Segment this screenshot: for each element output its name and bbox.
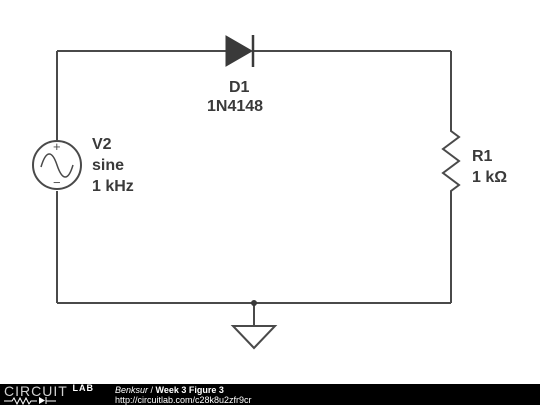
separator: / — [148, 385, 156, 395]
resistor-r1[interactable] — [441, 127, 461, 196]
resistor-zigzag — [441, 127, 461, 196]
source-minus-sign: − — [53, 175, 61, 190]
source-freq-label: 1 kHz — [92, 178, 134, 195]
logo-resistor-icon — [4, 396, 56, 405]
resistor-ref-label: R1 — [472, 148, 493, 165]
figure-title: Week 3 Figure 3 — [155, 385, 224, 395]
author-name[interactable]: Benksur — [115, 385, 149, 395]
voltage-source-v2[interactable]: + − — [32, 139, 82, 190]
source-type-label: sine — [92, 157, 124, 174]
figure-metadata: Benksur / Week 3 Figure 3 http://circuit… — [115, 385, 252, 405]
footer-bar: CIRCUIT LAB Benksur / Week 3 Figure 3 ht… — [0, 384, 540, 405]
source-ref-label: V2 — [92, 136, 112, 153]
circuitlab-logo[interactable]: CIRCUIT LAB — [4, 384, 96, 405]
schematic-diagram: D1 1N4148 + − V2 sine 1 kHz R1 1 kΩ — [32, 35, 507, 350]
author-title-line: Benksur / Week 3 Figure 3 — [115, 385, 252, 395]
sine-wave-icon — [40, 153, 74, 178]
logo-wordmark-bottom: LAB — [72, 383, 94, 393]
diode-triangle — [225, 35, 254, 67]
logo-wordmark-top: CIRCUIT — [4, 383, 68, 399]
diode-part-label: 1N4148 — [207, 98, 263, 115]
ground-symbol-icon[interactable] — [230, 325, 278, 350]
ground-junction-dot — [251, 300, 257, 306]
diode-ref-label: D1 — [229, 79, 250, 96]
resistor-value-label: 1 kΩ — [472, 169, 507, 186]
figure-url[interactable]: http://circuitlab.com/c28k8u2zfr9cr — [115, 395, 252, 405]
diode-d1[interactable] — [225, 35, 255, 67]
source-plus-sign: + — [53, 139, 61, 154]
